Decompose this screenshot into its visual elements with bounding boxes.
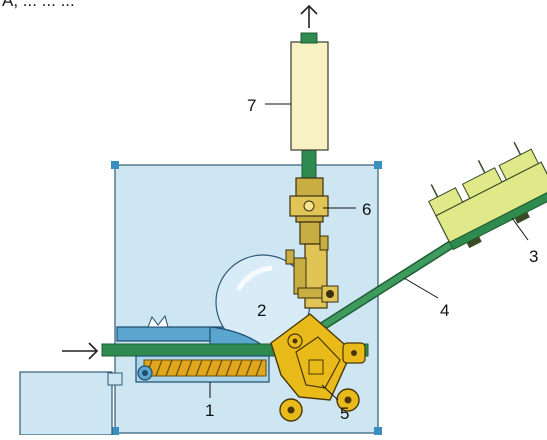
cylinder-cap — [300, 32, 318, 44]
hopper-unit-3 — [428, 141, 547, 251]
label-7: 7 — [247, 96, 256, 115]
label-6: 6 — [362, 200, 371, 219]
corner-mount — [111, 427, 119, 435]
arrow-right-icon — [62, 342, 99, 360]
label-3: 3 — [529, 247, 538, 266]
trough — [116, 326, 223, 342]
label-4: 4 — [440, 301, 449, 320]
motor-box — [19, 371, 123, 436]
label-5: 5 — [340, 404, 349, 423]
screw-conveyor-1 — [135, 355, 270, 383]
mechanism-5 — [270, 313, 366, 422]
label-2: 2 — [257, 301, 266, 320]
leader-4 — [403, 277, 439, 299]
caption-fragment: A, ... ... ... — [2, 0, 75, 10]
arrow-up-icon — [300, 4, 318, 28]
leader-5 — [321, 384, 339, 401]
label-1: 1 — [205, 401, 214, 420]
corner-mount — [111, 161, 119, 169]
corner-mount — [374, 161, 382, 169]
corner-mount — [374, 427, 382, 435]
cylinder-7 — [290, 41, 329, 151]
leader-3 — [511, 217, 529, 241]
valve-block-6 — [285, 177, 339, 309]
